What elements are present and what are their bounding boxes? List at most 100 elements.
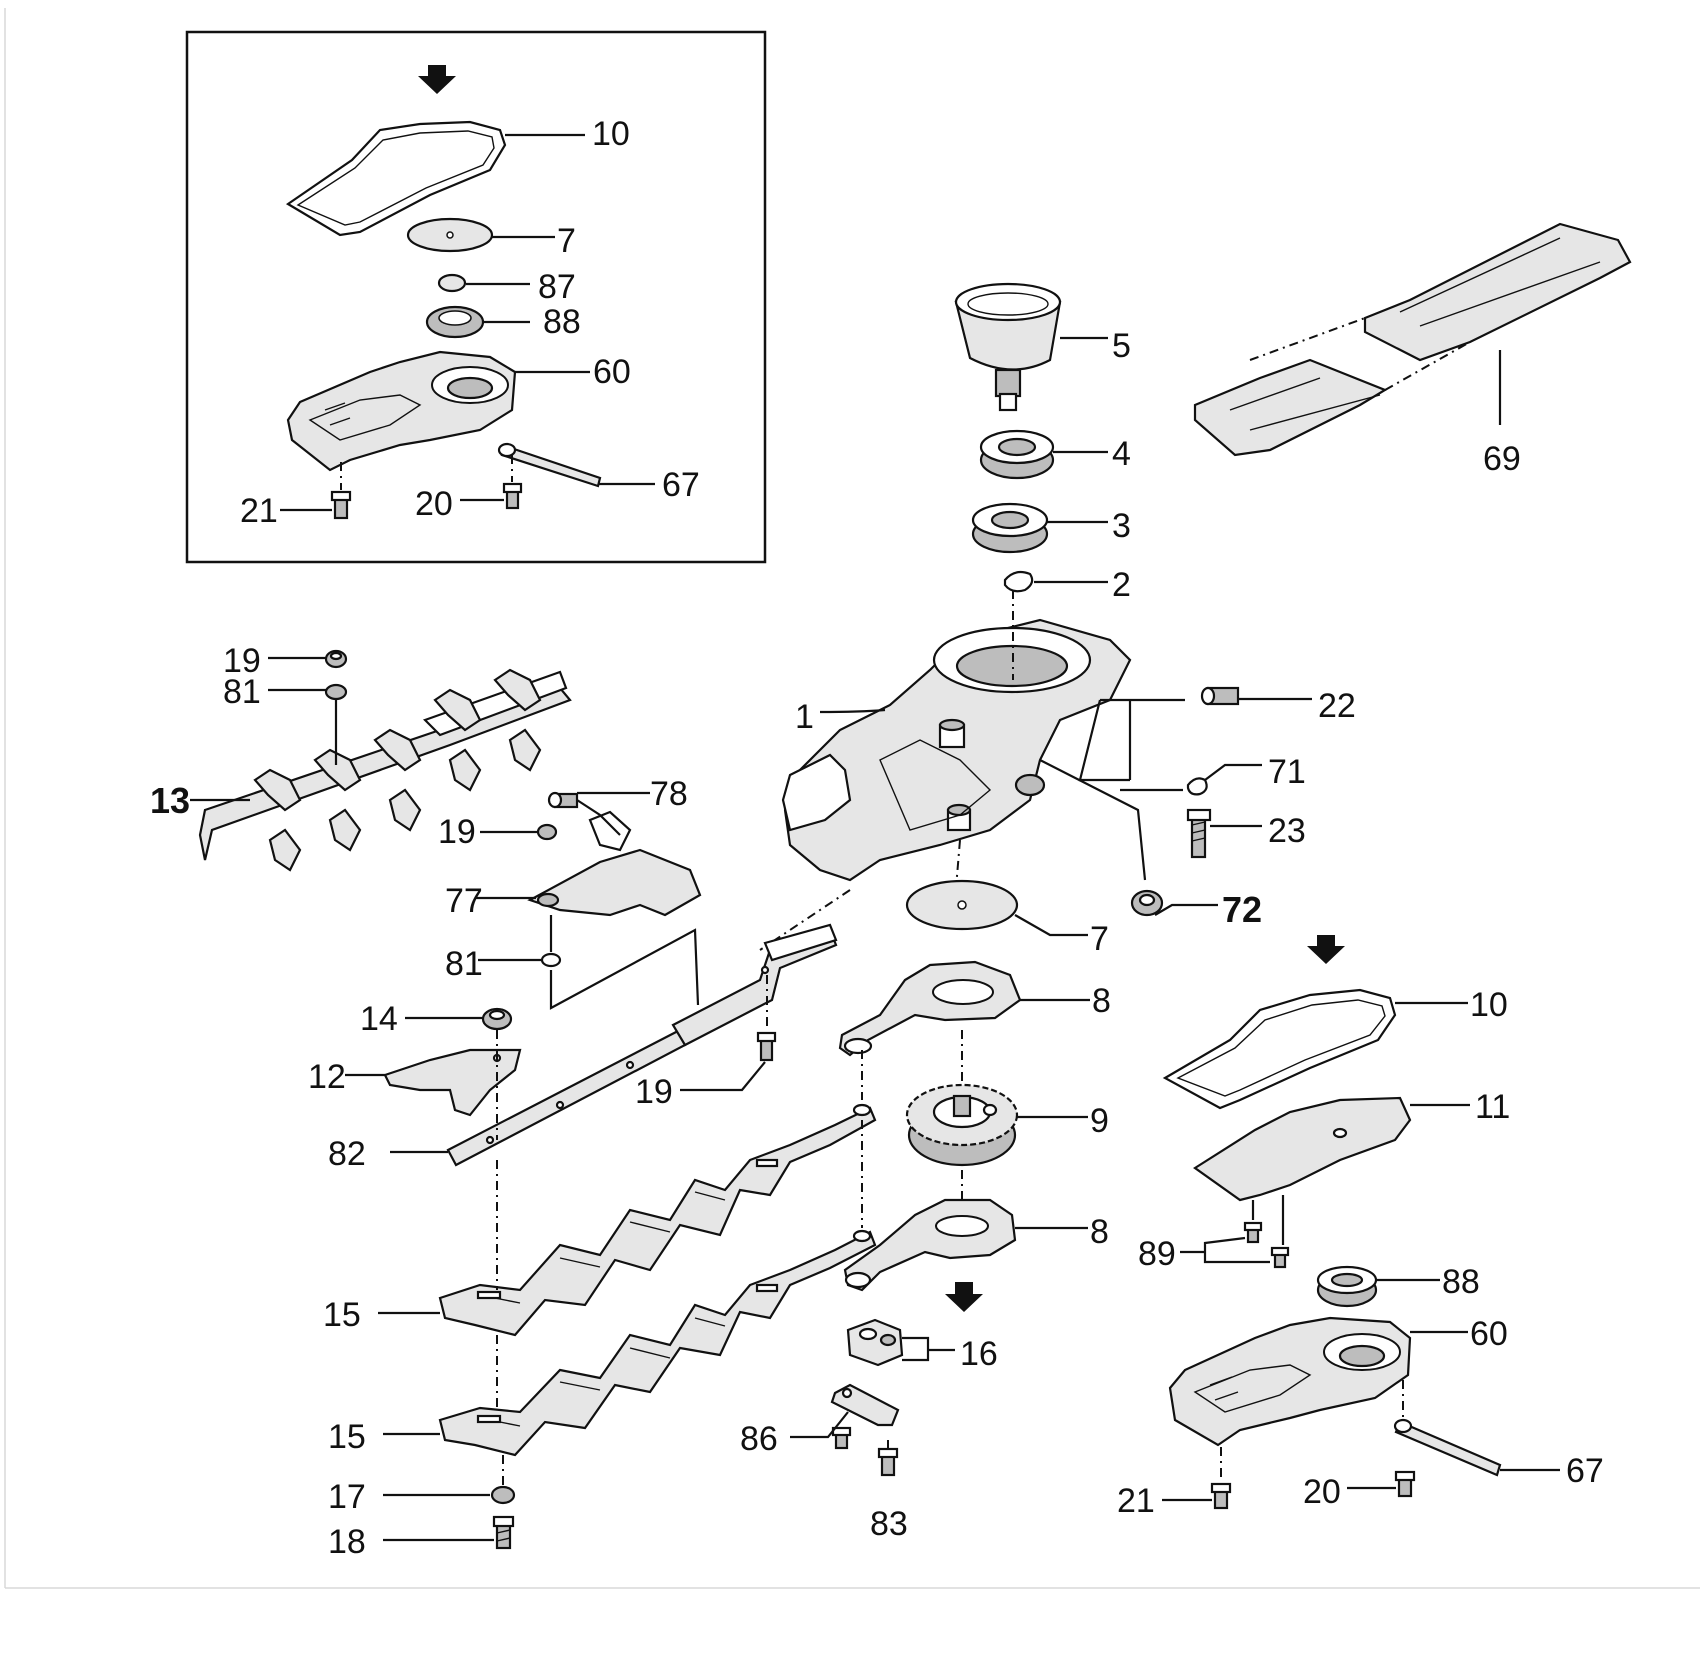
inset-label-67: 67 [662, 466, 700, 504]
inset-label-60: 60 [593, 353, 631, 391]
label-15a: 15 [323, 1296, 361, 1334]
label-16: 16 [960, 1335, 998, 1373]
label-22: 22 [1318, 687, 1356, 725]
inset-pin-67 [500, 444, 602, 488]
label-83: 83 [870, 1505, 908, 1543]
nut-19-mid [536, 823, 558, 841]
label-4: 4 [1112, 435, 1131, 473]
label-21: 21 [1117, 1482, 1155, 1520]
label-60: 60 [1470, 1315, 1508, 1353]
inset-label-7: 7 [557, 222, 576, 260]
washer-71 [1186, 777, 1208, 796]
label-77: 77 [445, 882, 483, 920]
blade-15-bottom [438, 1229, 877, 1457]
bearing-88 [1316, 1265, 1378, 1308]
label-67: 67 [1566, 1452, 1604, 1490]
screws-89 [1243, 1221, 1290, 1269]
screw-86 [831, 1426, 852, 1450]
label-3: 3 [1112, 507, 1131, 545]
cup-5 [954, 282, 1062, 412]
blade-13 [198, 668, 572, 872]
strip-12 [446, 923, 838, 1167]
label-11: 11 [1475, 1088, 1510, 1126]
clip-2 [1003, 570, 1034, 593]
label-81a: 81 [223, 673, 261, 711]
label-88: 88 [1442, 1263, 1480, 1301]
label-9: 9 [1090, 1102, 1109, 1140]
inset-panel: 10 7 87 88 60 67 21 20 [185, 30, 767, 564]
label-81b: 81 [445, 945, 483, 983]
label-13: 13 [150, 780, 190, 821]
label-19a: 19 [223, 642, 261, 680]
bearing-3 [971, 502, 1049, 554]
label-1: 1 [795, 698, 814, 736]
label-86: 86 [740, 1420, 778, 1458]
label-19c: 14 [360, 1000, 398, 1038]
bolt-18 [492, 1515, 515, 1550]
label-20: 20 [1303, 1473, 1341, 1511]
label-8b: 8 [1090, 1213, 1109, 1251]
gasket-10 [1162, 988, 1397, 1110]
down-arrow-icon [418, 65, 456, 94]
label-19b: 19 [438, 813, 476, 851]
label-82: 12 [308, 1058, 346, 1096]
nut-19-low [481, 1007, 513, 1031]
label-15b: 15 [328, 1418, 366, 1456]
bolt-78 [547, 791, 579, 809]
bearing-4 [979, 429, 1055, 480]
label-78: 78 [650, 775, 688, 813]
fasteners-right: 22 71 23 72 [1039, 686, 1356, 930]
inset-label-20: 20 [415, 485, 453, 523]
cover-60 [1168, 1316, 1412, 1447]
label-5: 5 [1112, 327, 1131, 365]
screw-21 [1210, 1482, 1232, 1510]
screw-20 [1394, 1470, 1416, 1498]
inset-screw-20 [502, 482, 523, 510]
plate-8-top [838, 960, 1022, 1057]
nut-72 [1130, 889, 1164, 917]
plug-22 [1200, 686, 1240, 706]
inset-washer-87 [437, 273, 467, 293]
washer-17 [490, 1485, 516, 1505]
inset-label-10: 10 [592, 115, 630, 153]
bracket-77 [527, 810, 702, 917]
label-18: 18 [328, 1523, 366, 1561]
washer-81-mid [540, 952, 562, 968]
label-10: 10 [1470, 986, 1508, 1024]
plate-82 [383, 1048, 522, 1117]
blade-15-top [438, 1103, 877, 1337]
gear-9 [905, 1083, 1019, 1167]
nut-19-top [324, 649, 348, 669]
inset-screw-21 [330, 490, 352, 520]
label-69: 69 [1483, 440, 1521, 478]
label-14: 19 [635, 1073, 673, 1111]
blade-cover-69: 69 [1193, 222, 1632, 478]
block-16 [846, 1318, 904, 1367]
inset-label-88: 88 [543, 303, 581, 341]
pin-67 [1393, 1418, 1502, 1477]
label-8a: 8 [1092, 982, 1111, 1020]
gear-group: 7 8 9 8 [838, 879, 1111, 1312]
bolt-23 [1186, 808, 1212, 859]
label-12: 82 [328, 1135, 366, 1173]
down-arrow-icon [1307, 935, 1345, 964]
inset-label-21: 21 [240, 492, 278, 530]
label-89: 89 [1138, 1235, 1176, 1273]
down-arrow-icon [945, 1282, 983, 1312]
inset-gasket-10 [285, 120, 507, 237]
plate-11 [1193, 1096, 1412, 1202]
label-23: 23 [1268, 812, 1306, 850]
label-71: 71 [1268, 753, 1306, 791]
small-parts-bottom: 16 86 83 [740, 1318, 998, 1543]
label-17: 17 [328, 1478, 366, 1516]
washer-81-top [324, 683, 348, 701]
plate-8-bottom [843, 1198, 1017, 1292]
label-2: 2 [1112, 566, 1131, 604]
label-7: 7 [1090, 920, 1109, 958]
bearing-stack: 5 4 3 2 [954, 282, 1131, 604]
label-72: 72 [1222, 889, 1262, 930]
bolt-14 [756, 1031, 777, 1062]
screw-83 [877, 1447, 899, 1477]
